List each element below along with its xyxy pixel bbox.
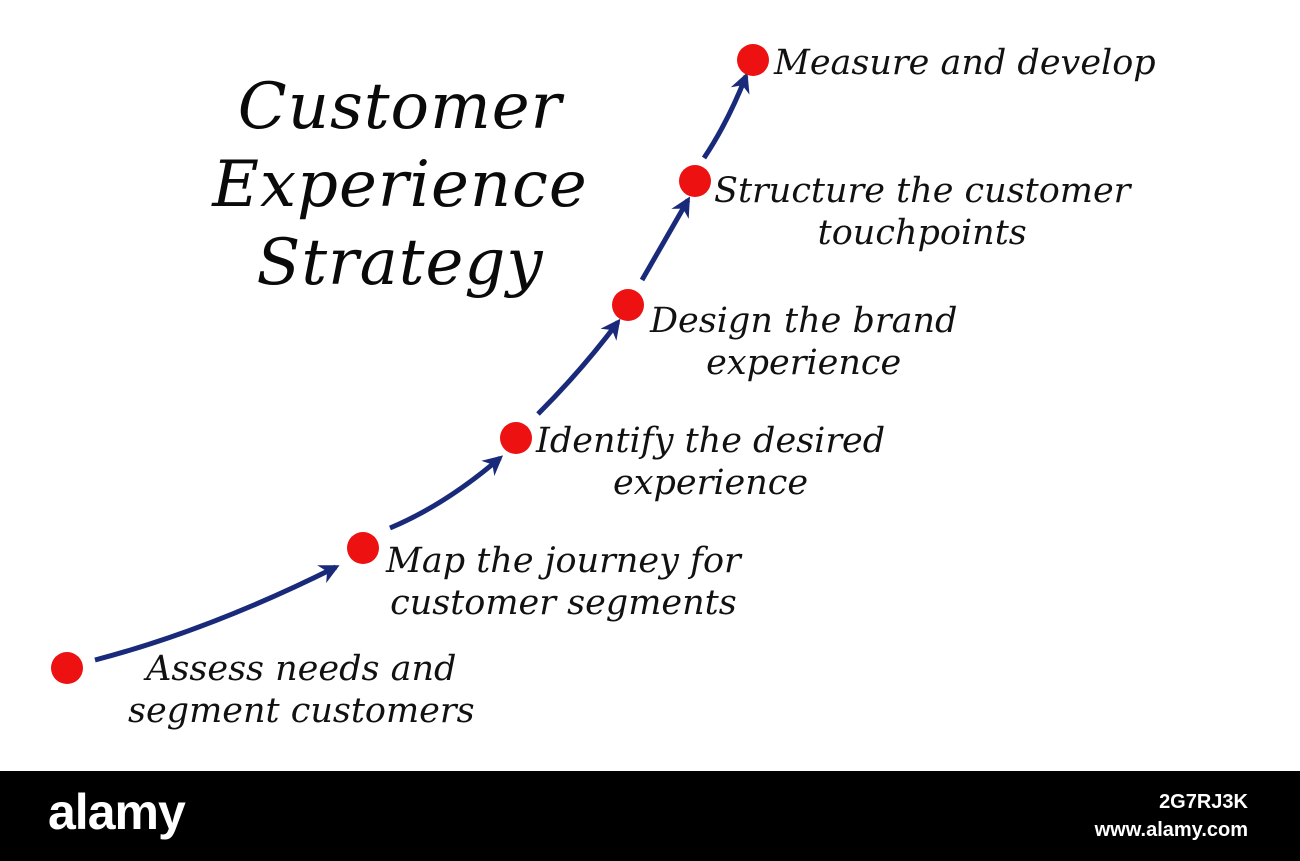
arrow-5 (701, 72, 750, 160)
step-dot-3 (500, 422, 532, 454)
steps-graphic (51, 44, 769, 684)
site-url: www.alamy.com (1094, 819, 1248, 841)
step-label-2: Map the journey for customer segments (386, 540, 741, 624)
step-4-line-2: experience (706, 343, 902, 383)
step-label-4: Design the brand experience (650, 300, 957, 384)
title-line-1: Customer (237, 70, 563, 144)
brand-logo: alamy (48, 784, 186, 840)
step-3-line-1: Identify the desired (536, 421, 886, 461)
arrow-2 (389, 455, 504, 531)
step-4-line-1: Design the brand (650, 301, 958, 341)
step-1-line-1: Assess needs and (146, 649, 457, 689)
step-label-6: Measure and develop (774, 42, 1156, 84)
diagram-title: Customer Experience Strategy (150, 68, 650, 302)
step-dot-1 (51, 652, 83, 684)
arrow-1 (94, 564, 340, 663)
step-dot-5 (679, 165, 711, 197)
step-dot-2 (347, 532, 379, 564)
step-5-line-1: Structure the customer (714, 171, 1131, 211)
step-1-line-2: segment customers (128, 691, 475, 731)
image-id: 2G7RJ3K (1159, 791, 1248, 813)
arrow-3 (536, 318, 621, 416)
step-6-line-1: Measure and develop (774, 43, 1156, 83)
step-label-1: Assess needs and segment customers (128, 648, 475, 732)
title-line-2: Experience (212, 148, 588, 222)
title-line-3: Strategy (256, 226, 544, 300)
step-dot-4 (612, 289, 644, 321)
watermark-footer: alamy 2G7RJ3K www.alamy.com (0, 771, 1300, 861)
arrow-4 (639, 196, 691, 282)
step-label-5: Structure the customer touchpoints (714, 170, 1130, 254)
diagram-canvas: Customer Experience Strategy Assess need… (51, 42, 1156, 732)
step-3-line-2: experience (613, 463, 809, 503)
step-label-3: Identify the desired experience (536, 420, 885, 504)
step-2-line-2: customer segments (390, 583, 737, 623)
step-2-line-1: Map the journey for (386, 541, 741, 581)
step-dot-6 (737, 44, 769, 76)
step-5-line-2: touchpoints (817, 213, 1027, 253)
